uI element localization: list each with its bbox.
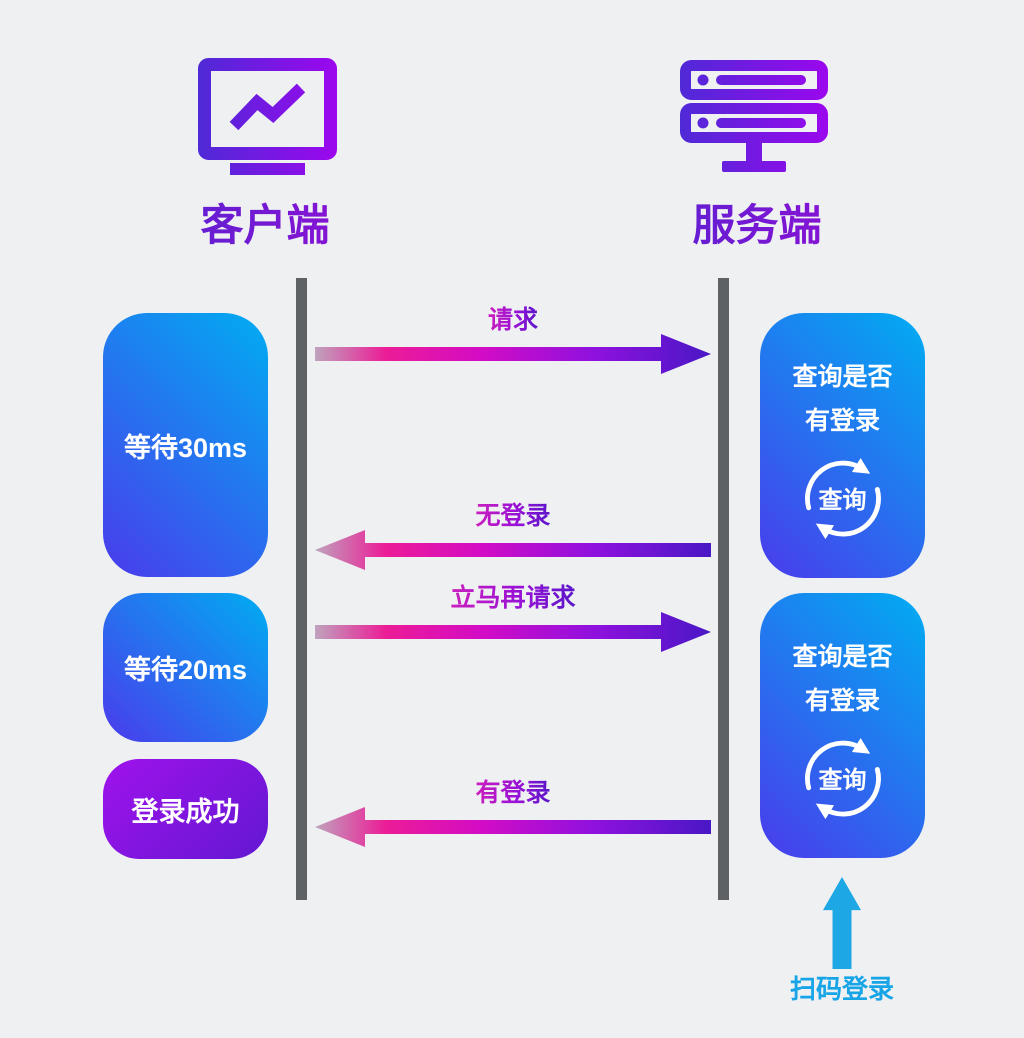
loop-badge-label: 查询: [818, 486, 867, 514]
client-state-box-wait30: 等待30ms: [103, 313, 268, 577]
action-line: 查询是否: [792, 643, 893, 671]
server-title: 服务端: [647, 200, 867, 252]
client-state-label: 登录成功: [131, 796, 240, 827]
action-line: 有登录: [804, 687, 880, 715]
message-label-row: 无登录: [315, 502, 711, 530]
loop-badge-label: 查询: [818, 766, 867, 794]
scan-login-label: 扫码登录: [789, 974, 894, 1004]
message-label: 有登录: [475, 779, 551, 807]
message-label-row: 有登录: [315, 779, 711, 807]
action-line: 查询是否: [792, 363, 893, 391]
message-has-login: 有登录: [315, 779, 711, 847]
message-label-row: 请求: [315, 306, 711, 334]
message-request: 请求: [315, 306, 711, 374]
client-monitor-icon: [198, 58, 337, 175]
client-state-label: 等待20ms: [123, 655, 248, 685]
action-line: 有登录: [804, 407, 880, 435]
refresh-loop-arcs: [804, 458, 881, 540]
client-state-label: 等待30ms: [123, 432, 248, 463]
message-label: 立马再请求: [450, 584, 576, 612]
client-title: 客户端: [155, 200, 375, 252]
client-lifeline: [296, 278, 307, 900]
refresh-loop-arcs: [804, 738, 881, 820]
server-rack-icon: [680, 60, 828, 172]
server-action-box-query2: 查询是否 有登录 查询: [760, 593, 925, 858]
arrow-right-icon: [315, 612, 711, 652]
message-label: 请求: [487, 306, 538, 334]
arrow-left-icon: [315, 807, 711, 847]
arrow-right-icon: [315, 334, 711, 374]
message-label: 无登录: [475, 502, 551, 530]
message-label-row: 立马再请求: [315, 584, 711, 612]
message-no-login: 无登录: [315, 502, 711, 570]
scan-login-up-arrow-icon: [823, 877, 861, 969]
arrow-left-icon: [315, 530, 711, 570]
refresh-loop-icon: 查询: [801, 735, 885, 820]
refresh-loop-icon: 查询: [801, 455, 885, 540]
message-request-again: 立马再请求: [315, 584, 711, 652]
server-lifeline: [718, 278, 729, 900]
client-state-box-login-success: 登录成功: [103, 759, 268, 859]
server-action-box-query1: 查询是否 有登录 查询: [760, 313, 925, 578]
client-state-box-wait20: 等待20ms: [103, 593, 268, 742]
